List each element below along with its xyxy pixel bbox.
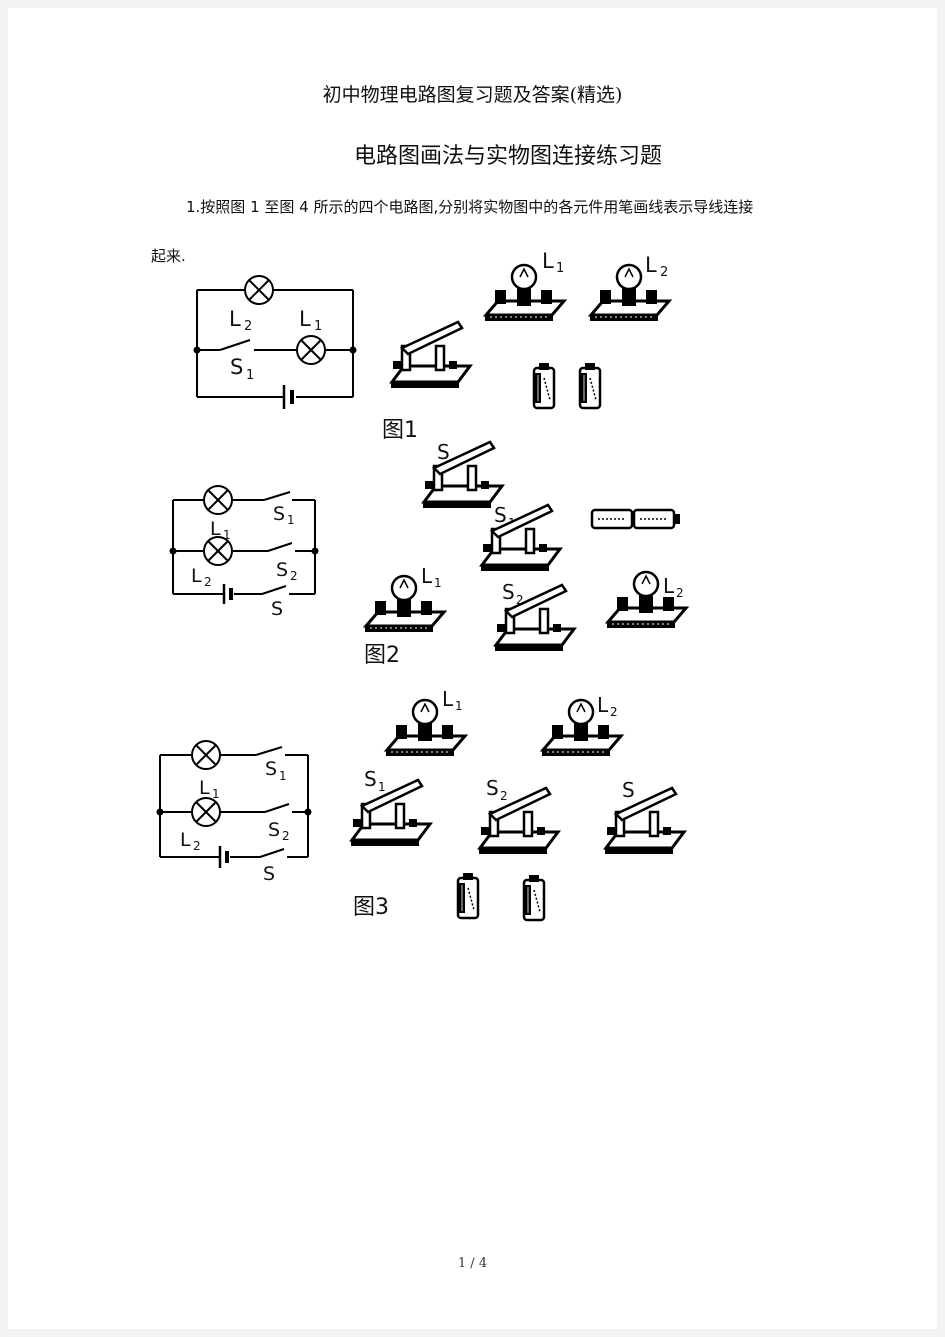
label-l1: L [299, 307, 311, 331]
question-1-text-continued: 起来. [151, 247, 186, 265]
lamp-l2-symbol [191, 797, 221, 827]
label-l1-sub: 1 [212, 787, 220, 801]
page-number: 1 / 4 [457, 1256, 488, 1271]
figure-3: L 1 S 1 L 2 S 2 S L 1 L 2 S 1 S 2 S 图3 [156, 687, 686, 922]
figure-3-schematic [156, 740, 312, 868]
lamp-l1-symbol [296, 335, 326, 365]
bulb-l1-device [484, 263, 566, 322]
label-device-s2-sub: 2 [500, 789, 508, 803]
label-device-s1: S [364, 767, 377, 791]
bulb-l2-device [606, 570, 688, 629]
switch-s-device [604, 786, 686, 855]
label-device-l1-sub: 1 [434, 576, 442, 590]
lamp-l1-symbol [203, 485, 233, 515]
battery-cell-1 [532, 362, 556, 410]
label-bulb-l1-sub: 1 [556, 261, 564, 276]
label-s1-sub: 1 [287, 513, 295, 527]
label-device-l1: L [421, 564, 433, 588]
label-device-l2-sub: 2 [610, 705, 618, 719]
label-s1-sub: 1 [279, 769, 287, 783]
label-l1-sub: 1 [223, 528, 231, 542]
label-s2: S [276, 559, 288, 581]
document-title: 初中物理电路图复习题及答案(精选) [322, 84, 623, 106]
label-device-s2-sub: 2 [516, 593, 524, 607]
label-l1: L [210, 518, 221, 540]
question-1-text: 1.按照图 1 至图 4 所示的四个电路图,分别将实物图中的各元件用笔画线表示导… [186, 198, 754, 216]
bulb-l1-device [364, 574, 446, 633]
battery-cell-2 [578, 362, 602, 410]
label-l2-sub: 2 [204, 575, 212, 589]
label-l2-sub: 2 [244, 319, 252, 334]
label-s2-sub: 2 [282, 829, 290, 843]
figure-3-labels: L 1 S 1 L 2 S 2 S L 1 L 2 S 1 S 2 S 图3 [180, 687, 635, 920]
label-device-s: S [437, 440, 450, 464]
label-l2-sub: 2 [193, 839, 201, 853]
section-title: 电路图画法与实物图连接练习题 [353, 144, 662, 169]
switch-s1-device [390, 320, 472, 389]
label-s1-sub: 1 [246, 368, 254, 383]
label-s2: S [268, 819, 280, 841]
figure-2-schematic [169, 485, 319, 604]
label-device-s1: S [494, 503, 507, 527]
figure-1-schematic [193, 275, 357, 409]
figure-1-labels: L 2 L 1 S 1 L 1 L 2 图1 [229, 249, 668, 443]
label-device-s2: S [486, 776, 499, 800]
label-bulb-l2: L [645, 253, 657, 277]
figure-2: L 1 S 1 L 2 S 2 S S S 1 L 1 S 2 L 2 图2 [169, 440, 688, 668]
document-page: 初中物理电路图复习题及答案(精选) 电路图画法与实物图连接练习题 1.按照图 1… [8, 8, 937, 1329]
figure-3-caption: 图3 [353, 895, 389, 920]
battery-cell-1 [456, 872, 480, 920]
figure-1: L 2 L 1 S 1 L 1 L 2 图1 [193, 249, 671, 443]
lamp-l2-symbol [244, 275, 274, 305]
label-l2: L [180, 829, 191, 851]
battery-pack-horizontal [590, 508, 680, 530]
figure-1-caption: 图1 [382, 418, 418, 443]
label-s: S [263, 863, 275, 885]
label-device-s2: S [502, 580, 515, 604]
label-l1-sub: 1 [314, 319, 322, 334]
label-s1: S [230, 355, 243, 379]
label-device-l1-sub: 1 [455, 699, 463, 713]
label-device-l1: L [442, 687, 454, 711]
bulb-l2-device [589, 263, 671, 322]
label-device-l2: L [663, 574, 675, 598]
label-s1: S [273, 503, 285, 525]
lamp-l1-symbol [191, 740, 221, 770]
label-s1: S [265, 758, 277, 780]
label-l2: L [229, 307, 241, 331]
label-l2: L [191, 565, 202, 587]
switch-s-device [422, 440, 504, 509]
figure-2-caption: 图2 [364, 643, 400, 668]
label-device-l2: L [597, 693, 609, 717]
label-device-s: S [622, 778, 635, 802]
bulb-l1-device [385, 698, 467, 757]
label-s: S [271, 598, 283, 620]
label-s2-sub: 2 [290, 569, 298, 583]
battery-cell-2 [522, 874, 546, 922]
label-device-l2-sub: 2 [676, 586, 684, 600]
label-bulb-l1: L [542, 249, 554, 273]
label-bulb-l2-sub: 2 [660, 265, 668, 280]
label-device-s1-sub: 1 [378, 780, 386, 794]
label-l1: L [199, 777, 210, 799]
